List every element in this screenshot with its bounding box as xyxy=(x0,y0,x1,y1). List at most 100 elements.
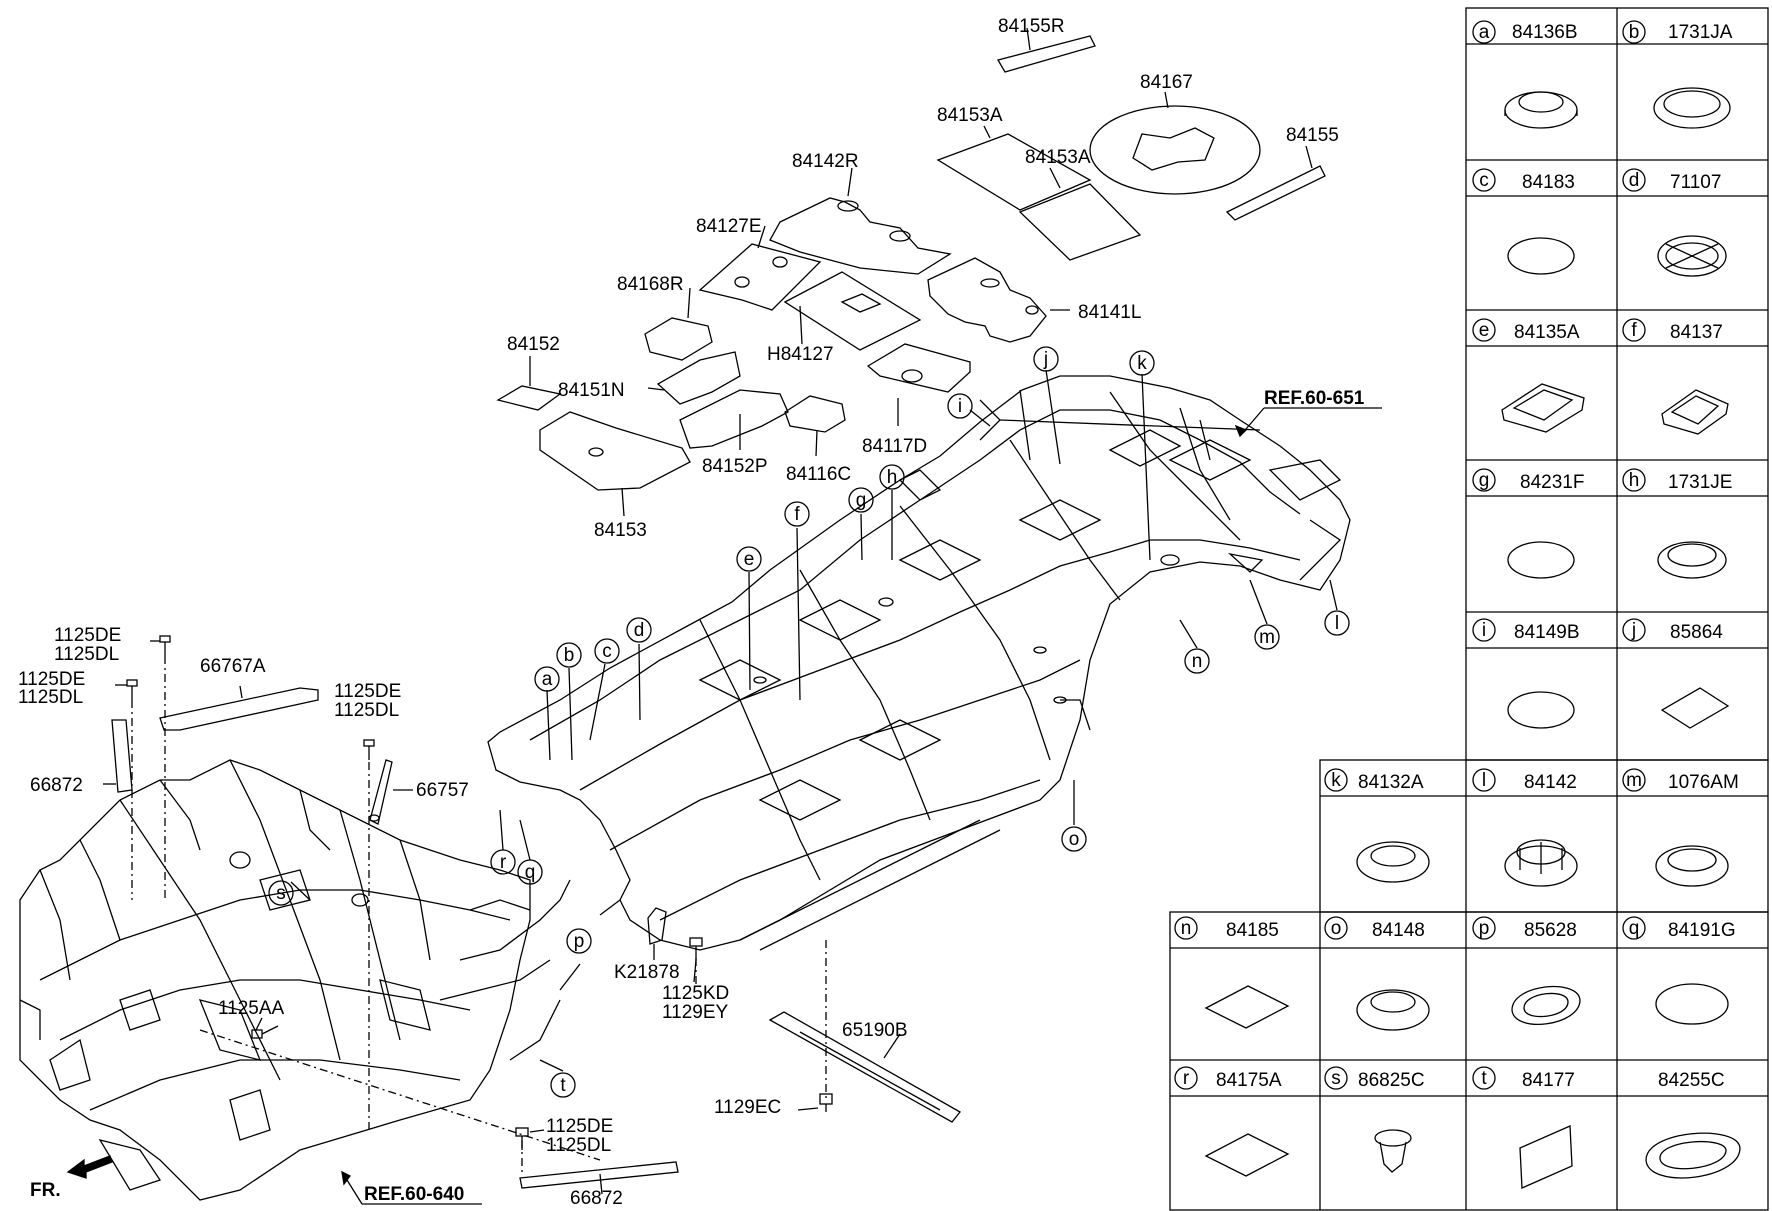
bolt-1125DE-left2[interactable] xyxy=(115,679,138,700)
bracket-66767A[interactable] xyxy=(159,685,319,731)
legend-part-i: 84149B xyxy=(1514,622,1580,643)
legend-part-f: 84137 xyxy=(1670,322,1723,343)
label-84167: 84167 xyxy=(1140,72,1193,93)
pad-84116C[interactable] xyxy=(784,395,846,457)
svg-text:h: h xyxy=(1629,470,1640,491)
label-84155: 84155 xyxy=(1286,125,1339,146)
legend-grid xyxy=(1169,7,1769,1211)
grommet-icon-2 xyxy=(1356,841,1430,883)
legend-part-m: 1076AM xyxy=(1668,772,1739,793)
label-84117D: 84117D xyxy=(862,436,927,457)
pad-84168R[interactable] xyxy=(644,287,713,361)
plate-65190B[interactable] xyxy=(768,1011,961,1123)
bolt-1125AA[interactable] xyxy=(251,1017,279,1039)
pad-84167[interactable] xyxy=(1089,91,1261,195)
svg-text:g: g xyxy=(856,490,867,511)
pad-84155[interactable] xyxy=(1225,145,1326,221)
pad-84141L[interactable] xyxy=(927,257,1070,343)
label-1125AA: 1125AA xyxy=(218,998,285,1019)
pad-84153A-left[interactable] xyxy=(936,125,1092,211)
svg-text:s: s xyxy=(1331,1068,1341,1089)
rect-plug-icon xyxy=(1661,389,1729,435)
stay-66872-left[interactable] xyxy=(103,719,133,793)
legend-part-l: 84142 xyxy=(1524,772,1577,793)
ref-60-651[interactable]: REF.60-651 xyxy=(1264,388,1365,409)
label-1125DE-2: 1125DE xyxy=(18,669,85,690)
ring-icon xyxy=(1655,983,1729,1025)
svg-text:m: m xyxy=(1626,770,1642,791)
svg-text:r: r xyxy=(1183,1068,1190,1089)
tape-oval-icon-2 xyxy=(1507,541,1575,579)
ref-60-640[interactable]: REF.60-640 xyxy=(364,1184,464,1205)
label-1125DL-4: 1125DL xyxy=(546,1135,611,1156)
svg-text:j: j xyxy=(1043,349,1048,370)
legend-labels: a b c d e f g h i j k l m n o p q r s t … xyxy=(1181,22,1739,1091)
svg-text:e: e xyxy=(1479,320,1490,341)
legend-part-e: 84135A xyxy=(1514,322,1580,343)
svg-text:o: o xyxy=(1069,829,1080,850)
svg-text:k: k xyxy=(1137,353,1147,374)
plug-icon xyxy=(1653,87,1731,129)
label-84151N: 84151N xyxy=(558,380,625,401)
stay-66872-bottom[interactable] xyxy=(519,1161,679,1195)
label-1125DL-3: 1125DL xyxy=(334,700,399,721)
svg-text:p: p xyxy=(574,931,585,952)
svg-text:d: d xyxy=(634,620,645,641)
oval-grommet-icon xyxy=(1511,985,1581,1025)
pad-84152P[interactable] xyxy=(679,389,789,450)
clip-grommet-icon xyxy=(1504,839,1578,887)
plug-icon-3 xyxy=(1655,845,1729,887)
clip-K21878[interactable] xyxy=(647,907,667,960)
pad-84152[interactable] xyxy=(496,356,562,411)
legend-part-s: 86825C xyxy=(1358,1070,1425,1091)
svg-text:r: r xyxy=(500,852,507,873)
svg-text:m: m xyxy=(1259,627,1275,648)
label-1129EY: 1129EY xyxy=(662,1002,729,1023)
label-84153A-1: 84153A xyxy=(937,105,1003,126)
label-1125DE-1: 1125DE xyxy=(54,625,121,646)
callout-leaders xyxy=(290,369,1338,1072)
pad-84155R[interactable] xyxy=(997,27,1096,73)
svg-text:t: t xyxy=(1481,1068,1487,1089)
pad-84142R[interactable] xyxy=(769,167,952,275)
label-1125DE-3: 1125DE xyxy=(334,681,401,702)
svg-text:n: n xyxy=(1192,651,1203,672)
pad-84127E[interactable] xyxy=(698,225,822,311)
pad-84151N[interactable] xyxy=(647,351,741,405)
label-66757: 66757 xyxy=(416,780,469,801)
svg-text:g: g xyxy=(1479,470,1490,491)
pad-84153[interactable] xyxy=(539,411,691,517)
svg-text:f: f xyxy=(794,504,800,525)
legend-part-h: 1731JE xyxy=(1668,472,1732,493)
diagram-callout-letters: a b c d e f g h i j k l m n o p q r s t xyxy=(276,349,1339,1096)
bolt-1125DE-bottom[interactable] xyxy=(515,1127,545,1150)
floor-pan-assembly xyxy=(487,375,1351,951)
bolt-1125DE-mid[interactable] xyxy=(363,739,375,760)
label-84153A-2: 84153A xyxy=(1025,147,1091,168)
bolt-1125KD[interactable] xyxy=(689,937,703,983)
label-1125KD: 1125KD xyxy=(662,983,729,1004)
bolt-1129EC[interactable] xyxy=(797,1093,833,1112)
diamond-tape-icon-3 xyxy=(1204,1133,1290,1177)
stay-66757[interactable] xyxy=(368,759,413,825)
label-1129EC: 1129EC xyxy=(714,1097,781,1118)
svg-text:q: q xyxy=(1629,918,1640,939)
pad-84117D[interactable] xyxy=(866,343,971,426)
legend-part-k: 84132A xyxy=(1358,772,1424,793)
svg-text:b: b xyxy=(1629,22,1640,43)
svg-text:c: c xyxy=(602,641,612,662)
label-65190B: 65190B xyxy=(842,1020,908,1041)
svg-text:f: f xyxy=(1631,320,1637,341)
plug-icon-2 xyxy=(1657,541,1727,579)
svg-text:l: l xyxy=(1335,613,1339,634)
square-patch-icon xyxy=(1519,1125,1573,1189)
diamond-tape-icon-2 xyxy=(1204,985,1290,1029)
pad-84153A-right[interactable] xyxy=(1018,167,1142,261)
legend-part-t: 84177 xyxy=(1522,1070,1575,1091)
svg-text:i: i xyxy=(1482,620,1486,641)
pad-H84127[interactable] xyxy=(783,271,922,351)
svg-text:k: k xyxy=(1331,770,1341,791)
bolt-1125DE-left[interactable] xyxy=(150,635,171,656)
label-1125DL-2: 1125DL xyxy=(18,687,83,708)
label-84127E: 84127E xyxy=(696,216,762,237)
